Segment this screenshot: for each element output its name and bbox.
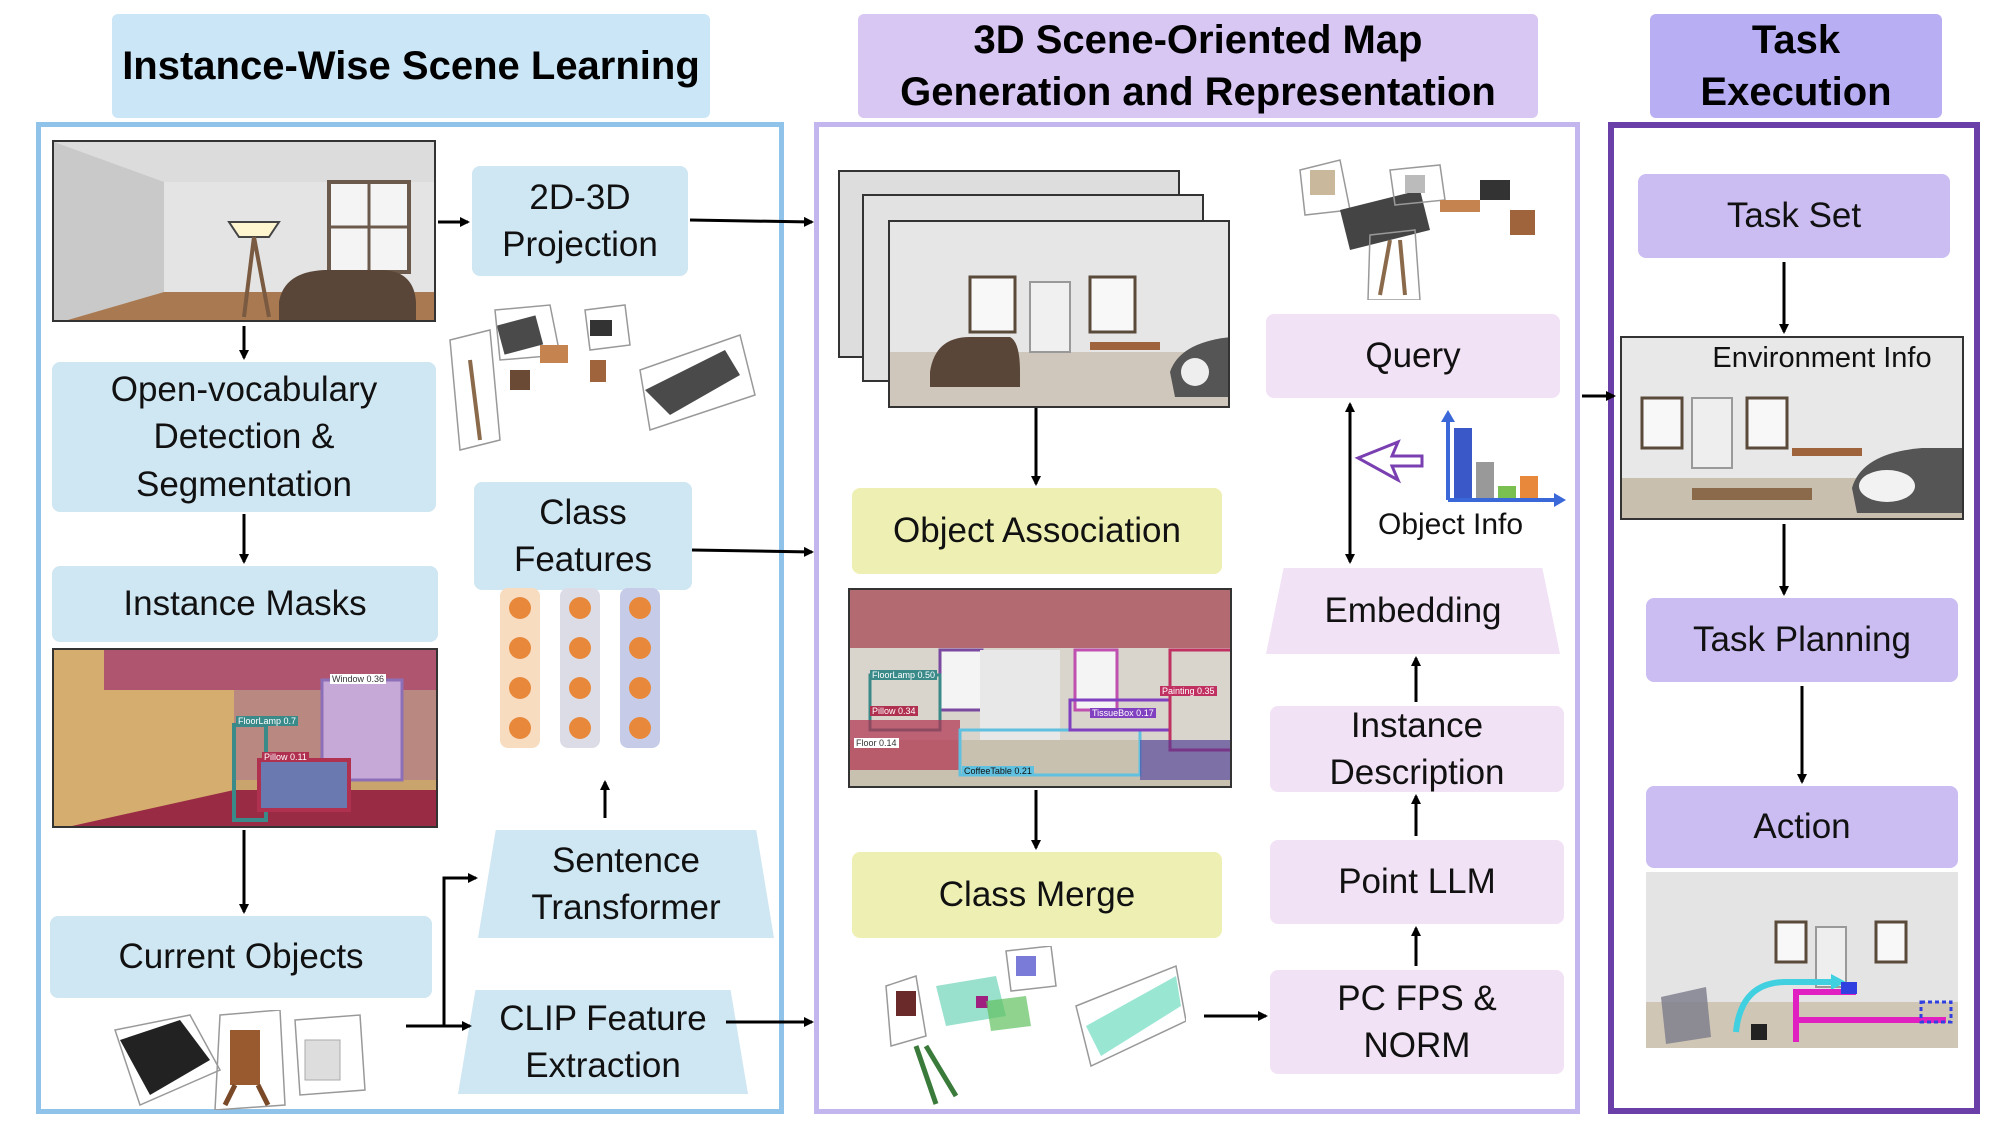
- projected-objects-cloud: [440, 300, 760, 460]
- instance-masks-box: Instance Masks: [52, 566, 438, 642]
- instance-description-box: Instance Description: [1270, 706, 1564, 792]
- class-merge-box: Class Merge: [852, 852, 1222, 938]
- section-header-map-generation: 3D Scene-Oriented Map Generation and Rep…: [858, 14, 1538, 118]
- task-set-box: Task Set: [1638, 174, 1950, 258]
- section-header-instance-learning: Instance-Wise Scene Learning: [112, 14, 710, 118]
- action-image: [1646, 872, 1958, 1048]
- right-panel-frame: [1608, 122, 1980, 1114]
- instance-masks-image: Window 0.36 FloorLamp 0.7 Pillow 0.11: [52, 648, 438, 828]
- current-objects-box: Current Objects: [50, 916, 432, 998]
- merged-objects-cloud: [876, 945, 1187, 1106]
- object-association-box: Object Association: [852, 488, 1222, 574]
- clip-feature-box: CLIP Feature Extraction: [458, 990, 748, 1094]
- det-label-pillow: Pillow 0.34: [870, 706, 918, 716]
- current-objects-image: [110, 1009, 370, 1111]
- task-planning-box: Task Planning: [1646, 598, 1958, 682]
- environment-info-label: Environment Info: [1712, 342, 1932, 374]
- point-llm-box: Point LLM: [1270, 840, 1564, 924]
- projection-box: 2D-3D Projection: [472, 166, 688, 276]
- detection-result-image: FloorLamp 0.50 Pillow 0.34 Floor 0.14 Co…: [848, 588, 1232, 788]
- object-info-chart-icon: [1352, 408, 1572, 508]
- query-box: Query: [1266, 314, 1560, 398]
- mask-label-pillow: Pillow 0.11: [262, 752, 309, 762]
- feature-vectors: [498, 588, 668, 748]
- action-box: Action: [1646, 786, 1958, 868]
- scene-map-3d: [1280, 150, 1550, 301]
- mask-label-window: Window 0.36: [330, 674, 387, 684]
- middle-panel-frame: [814, 122, 1580, 1114]
- det-label-painting: Painting 0.35: [1160, 686, 1217, 696]
- det-label-floor: Floor 0.14: [854, 738, 899, 748]
- det-label-coffeetable: CoffeeTable 0.21: [962, 766, 1034, 776]
- object-info-label: Object Info: [1378, 508, 1524, 541]
- embedding-box: Embedding: [1266, 568, 1560, 654]
- left-panel-frame: [36, 122, 784, 1114]
- input-room-image: [52, 140, 436, 322]
- det-label-tissuebox: TissueBox 0.17: [1090, 708, 1156, 718]
- sentence-transformer-box: Sentence Transformer: [478, 830, 774, 938]
- environment-info-image: Environment Info: [1620, 336, 1964, 520]
- det-label-floorlamp: FloorLamp 0.50: [870, 670, 938, 680]
- mask-label-floorlamp: FloorLamp 0.7: [236, 716, 299, 726]
- pc-fps-norm-box: PC FPS & NORM: [1270, 970, 1564, 1074]
- detection-segmentation-box: Open-vocabulary Detection & Segmentation: [52, 362, 436, 512]
- section-header-task-execution: Task Execution: [1650, 14, 1942, 118]
- multi-view-images: [838, 170, 1238, 410]
- class-features-box: Class Features: [474, 482, 692, 590]
